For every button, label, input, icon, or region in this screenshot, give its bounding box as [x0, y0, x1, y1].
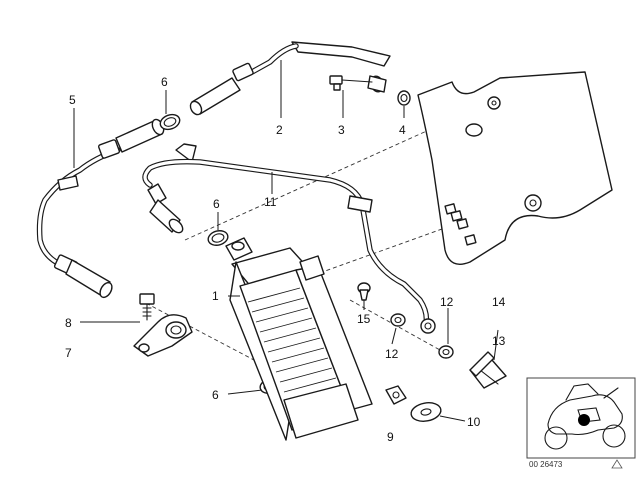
motorcycle-silhouette-icon — [544, 383, 626, 450]
callout-15: 15 — [357, 312, 371, 326]
holder-clip-7 — [133, 314, 193, 357]
upper-hose-2 — [189, 41, 391, 116]
callout-2: 2 — [276, 123, 283, 137]
hose-clamp-middle — [207, 230, 229, 246]
washer-10 — [410, 402, 442, 422]
hose-line-11 — [142, 143, 436, 334]
washer-4 — [397, 90, 411, 106]
leader-lines — [73, 60, 499, 422]
callout-8: 8 — [65, 316, 72, 330]
callout-7: 7 — [65, 346, 72, 360]
callout-12-left: 12 — [385, 347, 399, 361]
callout-13: 13 — [492, 334, 506, 348]
callout-labels: 1 2 3 4 5 6 6 6 7 8 9 10 11 12 12 13 14 … — [65, 75, 506, 444]
washer-12-left — [390, 313, 406, 327]
oil-cooler-1 — [225, 237, 373, 441]
banjo-bolt-13 — [469, 351, 507, 389]
callout-3: 3 — [338, 123, 345, 137]
bolt-8 — [139, 293, 155, 321]
location-marker — [578, 414, 590, 426]
bolt-3 — [329, 75, 373, 91]
callout-9: 9 — [387, 430, 394, 444]
callout-11: 11 — [264, 195, 277, 209]
left-hose-5 — [36, 118, 165, 299]
callout-6-middle: 6 — [213, 197, 220, 211]
hose-clamp-upper — [159, 113, 181, 131]
nut-9 — [385, 385, 407, 405]
callout-5: 5 — [69, 93, 76, 107]
callout-6-upper: 6 — [161, 75, 168, 89]
grommet-15 — [357, 282, 371, 301]
washer-12-right — [438, 345, 454, 359]
callout-14: 14 — [492, 295, 506, 309]
callout-6-lower: 6 — [212, 388, 219, 402]
heat-shield-plate — [417, 71, 613, 265]
diagram-reference-number: 00 26473 — [529, 460, 563, 469]
callout-4: 4 — [399, 123, 406, 137]
callout-1: 1 — [212, 289, 219, 303]
callout-12-right: 12 — [440, 295, 454, 309]
locator-inset: 00 26473 — [526, 377, 636, 469]
triangle-icon — [611, 459, 623, 469]
callout-10: 10 — [467, 415, 481, 429]
